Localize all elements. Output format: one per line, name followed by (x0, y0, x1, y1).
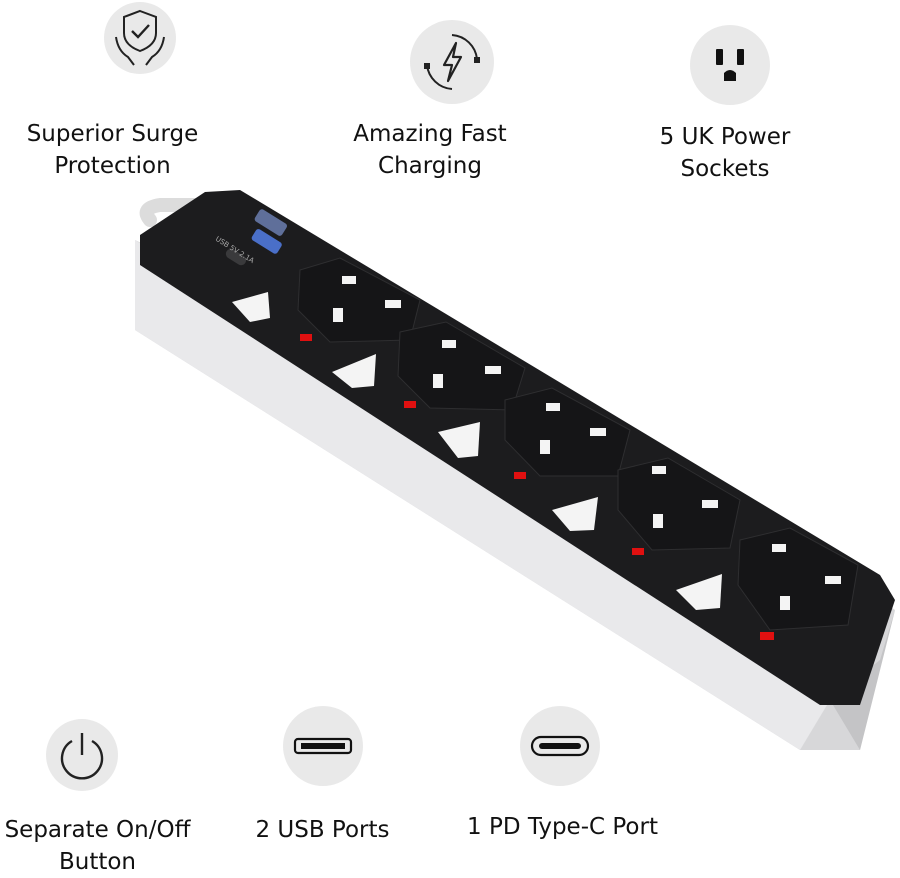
switch-group (232, 292, 722, 610)
switch-3[interactable] (438, 422, 480, 458)
switch-5[interactable] (676, 574, 722, 610)
onoff-label-line1: Separate On/Off (4, 817, 191, 843)
socket-5 (737, 527, 859, 640)
usb-label: 2 USB Ports (240, 814, 405, 846)
usb-port-icon (293, 737, 353, 755)
indicator-1 (300, 334, 312, 341)
sockets-label-line1: 5 UK Power (659, 124, 791, 150)
indicator-4 (632, 548, 644, 555)
surge-icon-circle (104, 2, 176, 74)
usb-icon-circle (283, 706, 363, 786)
power-button-icon (60, 733, 104, 780)
typec-label-line1: 1 PD Type-C Port (467, 814, 658, 840)
socket-group (297, 257, 859, 640)
typec-label: 1 PD Type-C Port (455, 811, 670, 843)
charging-icon-circle (410, 20, 494, 104)
onoff-label-line2: Button (58, 849, 137, 875)
socket-1 (297, 257, 421, 343)
sockets-label-line2: Sockets (680, 156, 770, 182)
charging-label-line2: Charging (378, 153, 482, 179)
usb-label-line1: 2 USB Ports (255, 817, 390, 843)
charging-label: Amazing Fast Charging (335, 118, 525, 182)
type-c-port-icon (530, 735, 590, 757)
typec-icon-circle (520, 706, 600, 786)
onoff-label: Separate On/Off Button (0, 814, 195, 878)
sockets-icon-circle (690, 25, 770, 105)
socket-4 (617, 457, 741, 555)
sockets-label: 5 UK Power Sockets (625, 121, 825, 185)
switch-2[interactable] (332, 354, 376, 388)
shield-hands-icon (115, 9, 165, 66)
switch-4[interactable] (552, 497, 598, 531)
charging-label-line1: Amazing Fast (353, 121, 507, 147)
surge-label-line1: Superior Surge (26, 121, 199, 147)
switch-1[interactable] (232, 292, 270, 322)
lightning-plug-icon (424, 34, 480, 90)
onoff-icon-circle (46, 719, 118, 791)
surge-label-line2: Protection (54, 153, 171, 179)
indicator-5 (760, 632, 774, 640)
surge-label: Superior Surge Protection (10, 118, 215, 182)
power-socket-icon (716, 49, 744, 81)
indicator-3 (514, 472, 526, 479)
indicator-2 (404, 401, 416, 408)
